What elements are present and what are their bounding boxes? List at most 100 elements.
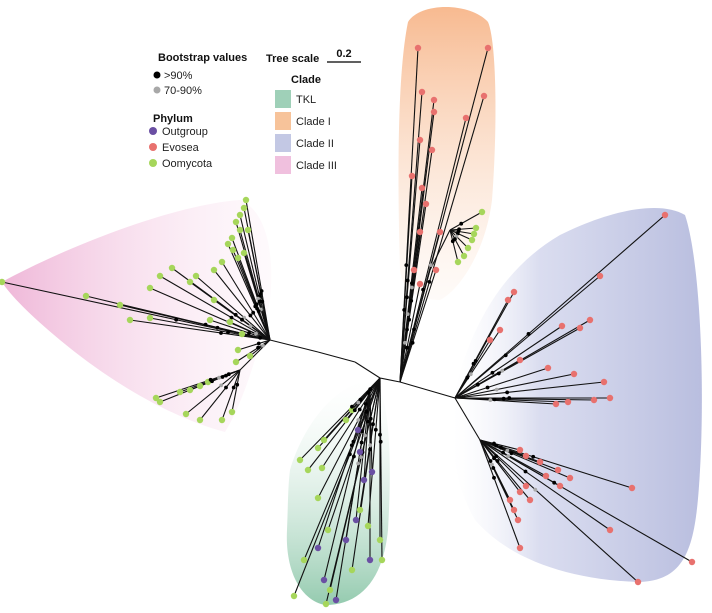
bootstrap-node [373, 427, 378, 432]
oomycota-tip [182, 410, 190, 418]
oomycota-tip [478, 208, 486, 216]
bootstrap-node [505, 390, 510, 395]
oomycota-tip [296, 456, 304, 464]
branch [239, 214, 271, 341]
branch [454, 214, 666, 399]
branch [231, 369, 241, 413]
clade-tkl-label: TKL [296, 94, 316, 106]
bootstrap-node [368, 447, 372, 452]
bootstrap-node [495, 459, 500, 463]
bootstrap-node [203, 322, 208, 327]
bootstrap-node [405, 327, 409, 332]
evosea-tip [516, 544, 524, 552]
oomycota-tip [116, 301, 124, 309]
evosea-tip [436, 228, 444, 236]
branch [449, 229, 473, 241]
bootstrap-node [501, 396, 506, 401]
branch [454, 325, 563, 399]
evosea-tip [516, 488, 524, 496]
bootstrap-node [378, 439, 383, 444]
bootstrap-node [368, 387, 373, 392]
branch [247, 229, 271, 341]
bootstrap-node [428, 263, 433, 267]
bootstrap-node [256, 309, 261, 314]
evosea-tip [596, 272, 604, 280]
bootstrap-node [410, 340, 415, 345]
oomycota-tip [454, 258, 462, 266]
evosea-tip [416, 228, 424, 236]
branch [229, 321, 271, 341]
bootstrap-node [363, 402, 368, 406]
evosea-tip [510, 506, 518, 514]
bootstrap-node [226, 372, 231, 377]
evosea-tip [418, 184, 426, 192]
branch [454, 397, 557, 405]
bootstrap-node [427, 280, 432, 284]
bootstrap-node [468, 372, 473, 377]
bootstrap-node [494, 387, 499, 392]
tree-branches [1, 47, 693, 605]
bootstrap-node [240, 317, 244, 322]
evosea-tip [504, 296, 512, 304]
bootstrap-node [552, 480, 557, 485]
branch [454, 275, 601, 399]
evosea-tip [544, 364, 552, 372]
oomycota-tip [210, 296, 218, 304]
oomycota-tip [472, 224, 480, 232]
oomycota-tip [314, 444, 322, 452]
oomycota-tip [82, 292, 90, 300]
bootstrap-node [235, 382, 240, 387]
clade-iii-label: Clade III [296, 160, 337, 172]
evosea-tip [416, 280, 424, 288]
bootstrap-node [248, 313, 253, 318]
oomycota-tip [224, 240, 232, 248]
bootstrap-node [256, 345, 260, 350]
bootstrap-node [371, 422, 375, 427]
tree-scale-title: Tree scale [266, 53, 319, 65]
branch [185, 369, 241, 415]
branch [449, 229, 459, 263]
bootstrap-node [368, 416, 373, 421]
bootstrap-node [501, 450, 505, 455]
bootstrap-node [412, 327, 416, 332]
bootstrap-node [506, 454, 510, 458]
branch [449, 229, 465, 257]
oomycota-tip [152, 394, 160, 402]
backbone-branch [354, 361, 381, 379]
branch [449, 229, 475, 235]
evosea-tip [480, 92, 488, 100]
branch [449, 229, 469, 249]
bootstrap-node [247, 331, 251, 335]
clade-legend-title: Clade [291, 74, 321, 86]
oomycota-tip [240, 204, 248, 212]
outgroup-tip [314, 544, 322, 552]
branch [195, 275, 271, 341]
branch [149, 317, 271, 341]
outgroup-tip [354, 426, 362, 434]
oomycota-tip [192, 272, 200, 280]
bootstrap-node [488, 398, 493, 402]
bootstrap-node [352, 454, 356, 459]
oomycota-tip [126, 316, 134, 324]
bootstrap-mid-marker [153, 86, 161, 94]
branch [454, 339, 491, 399]
bootstrap-node [363, 433, 367, 438]
evosea-tip [408, 172, 416, 180]
bootstrap-node [348, 452, 352, 457]
bootstrap-node [378, 432, 382, 437]
branch [369, 389, 373, 473]
branch [479, 439, 611, 531]
branch [213, 269, 271, 341]
branch [221, 261, 271, 341]
bootstrap-node [352, 408, 357, 413]
oomycota-tip [376, 536, 384, 544]
bootstrap-node [405, 312, 410, 316]
oomycota-tip [238, 330, 246, 338]
bootstrap-node [226, 330, 230, 335]
oomycota-tip [234, 254, 242, 262]
bootstrap-node [492, 397, 497, 402]
evosea-tip [526, 496, 534, 504]
bootstrap-node [351, 439, 356, 444]
bootstrap-node [217, 375, 221, 380]
bootstrap-legend: Bootstrap values >90% 70-90% [153, 52, 247, 97]
